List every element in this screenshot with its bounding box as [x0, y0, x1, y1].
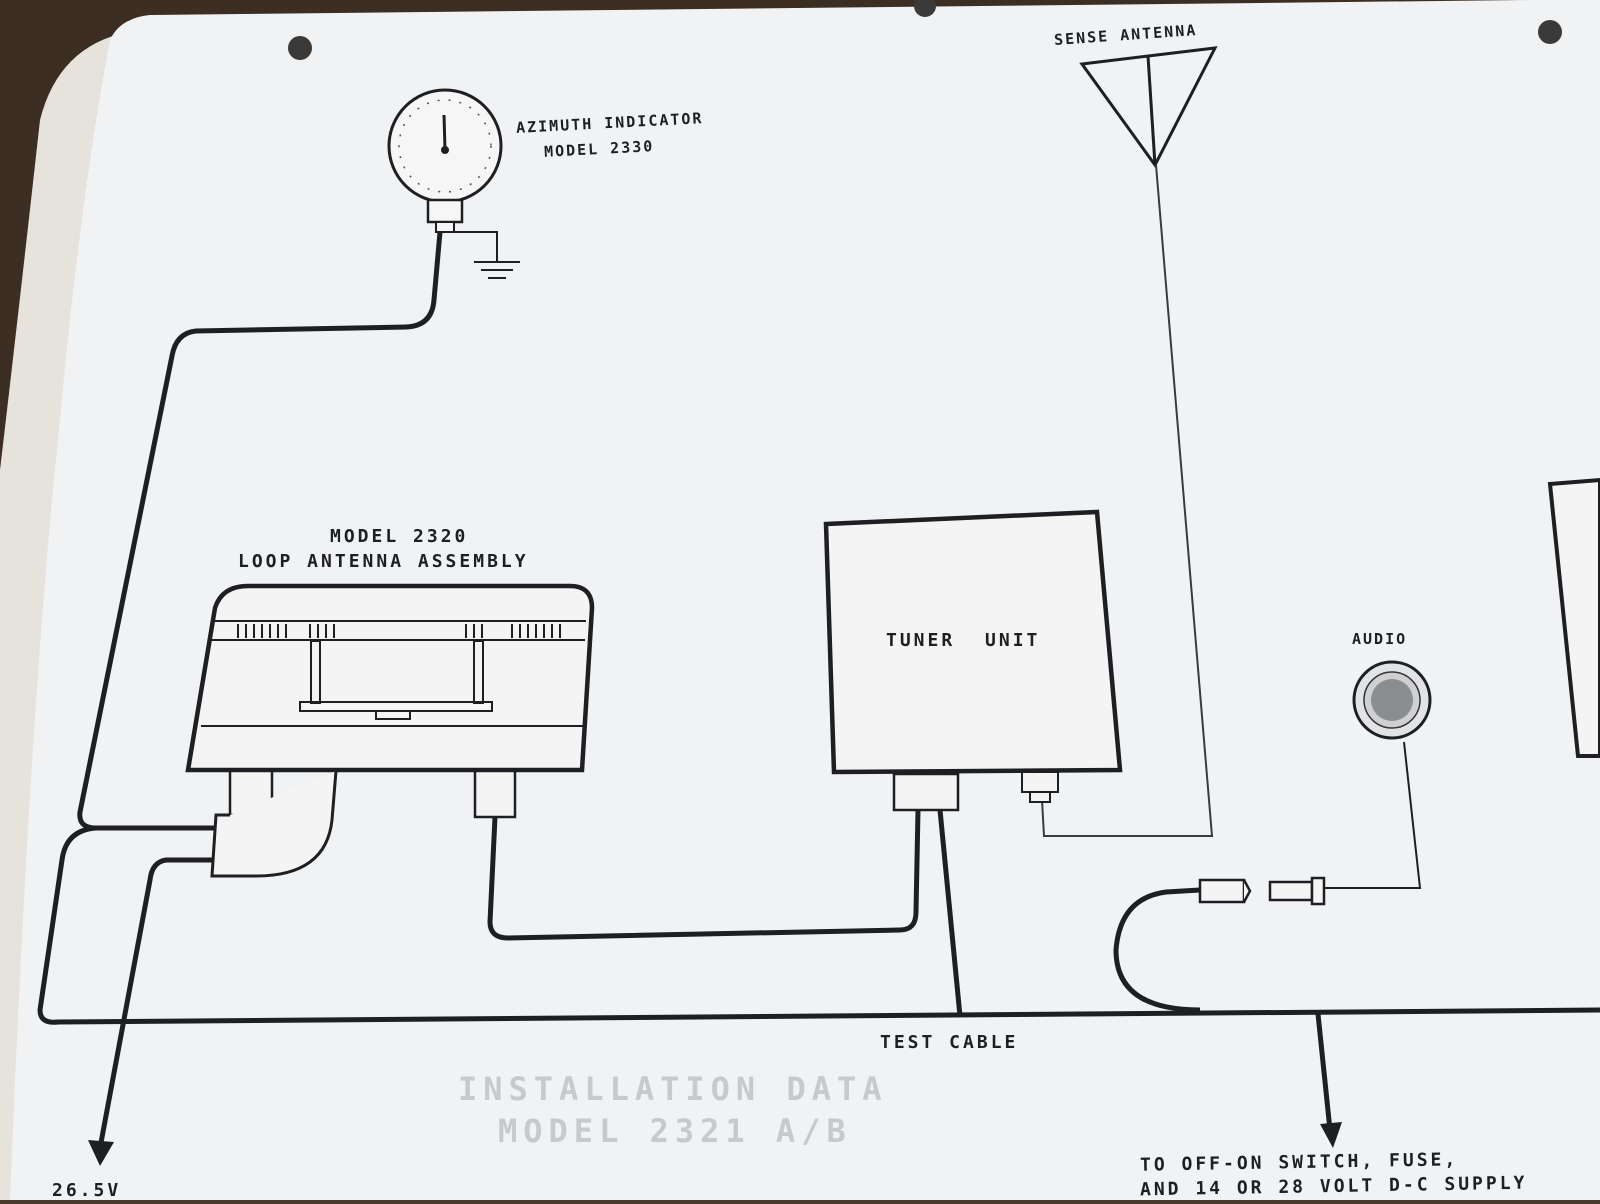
ground-symbol	[446, 231, 520, 279]
tuner-unit-label: TUNER UNIT	[886, 630, 1041, 651]
test-cable-label: TEST CABLE	[880, 1032, 1019, 1053]
tuner-unit	[823, 509, 1123, 812]
audio-label: AUDIO	[1352, 630, 1408, 648]
side-panel-box	[1547, 477, 1600, 758]
power-voltage-label: 26.5V	[52, 1180, 122, 1201]
binder-hole	[1538, 20, 1562, 44]
bleed-through-title: INSTALLATION DATA	[458, 1070, 888, 1108]
bleed-through-model: MODEL 2321 A/B	[498, 1112, 852, 1150]
power-arrow	[88, 1140, 114, 1166]
loop-antenna-assembly	[185, 583, 595, 819]
azimuth-indicator-gauge	[387, 88, 503, 233]
loop-assembly-label: LOOP ANTENNA ASSEMBLY	[238, 551, 529, 572]
cables	[37, 231, 1600, 1149]
audio-lead	[1318, 741, 1422, 889]
sense-antenna-lead	[1041, 164, 1214, 837]
sense-antenna-symbol	[1079, 46, 1218, 168]
switch-arrow	[1320, 1122, 1342, 1148]
audio-jack	[1352, 660, 1432, 740]
loop-model-label: MODEL 2320	[330, 526, 469, 547]
test-connectors	[1198, 876, 1326, 906]
power-connector-elbow	[210, 770, 338, 878]
binder-hole	[914, 0, 936, 17]
binder-hole	[288, 36, 312, 60]
